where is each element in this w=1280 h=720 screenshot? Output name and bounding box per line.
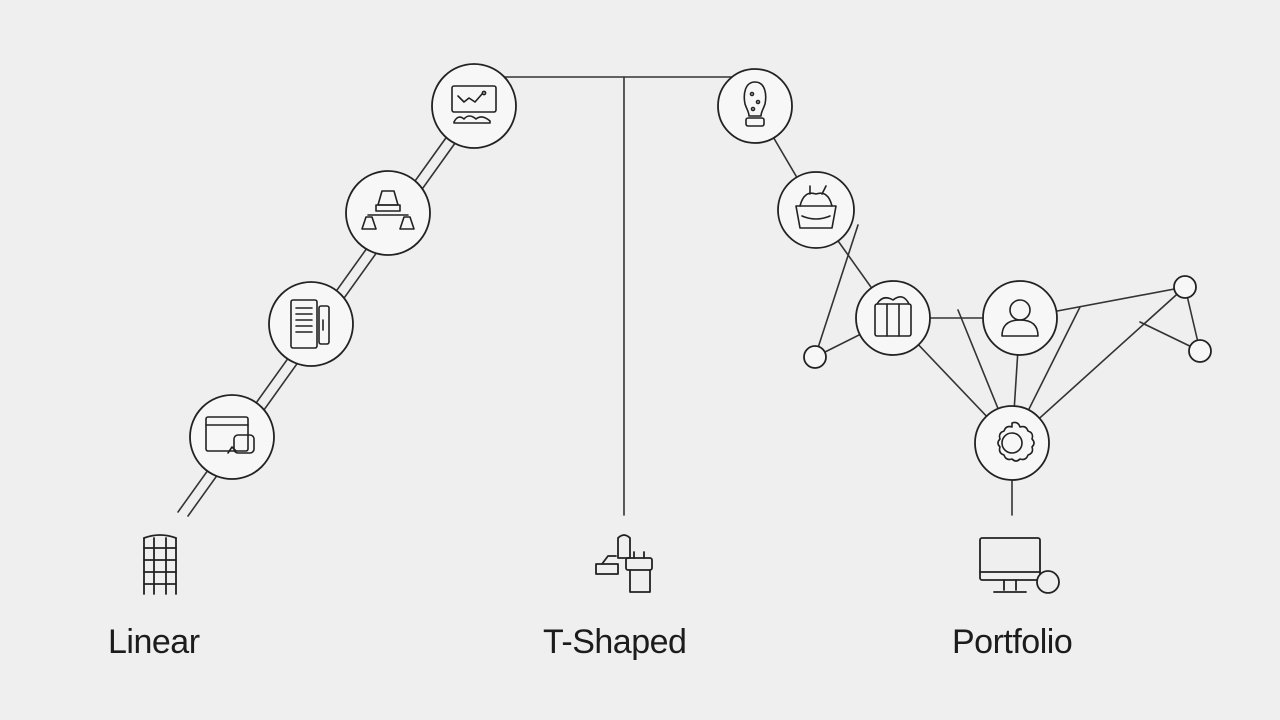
ladder-icon [143, 534, 177, 595]
linear-node-top [431, 63, 517, 149]
linear-node-3 [268, 281, 354, 367]
node-circle [974, 405, 1050, 481]
linear-node-2 [345, 170, 431, 256]
gift-box-icon [874, 296, 912, 337]
portfolio-endpoint-node [1173, 275, 1197, 299]
hierarchy-icon [361, 190, 415, 230]
t-shaped-node-top [717, 68, 793, 144]
node-circle [855, 280, 931, 356]
portfolio-node-person [982, 280, 1058, 356]
node-circle [717, 68, 793, 144]
portfolio-endpoint-node [803, 345, 827, 369]
gear-flower-icon [997, 421, 1035, 462]
node-circle [345, 170, 431, 256]
document-list-icon [290, 299, 330, 349]
monitor-icon [979, 537, 1060, 594]
portfolio-node-box [855, 280, 931, 356]
linear-node-bottom [189, 394, 275, 480]
portfolio-endpoint-node [1188, 339, 1212, 363]
linear-label: Linear [108, 623, 200, 661]
portfolio-link [814, 224, 859, 358]
node-circle [777, 171, 855, 249]
person-icon [1001, 299, 1039, 337]
t-shaped-label: T-Shaped [543, 623, 687, 661]
bulb-head-icon [743, 81, 767, 127]
portfolio-link [1011, 286, 1186, 444]
window-chart-icon [451, 85, 497, 124]
tools-icon [595, 534, 653, 593]
t-shaped-node-2 [777, 171, 855, 249]
node-circle [431, 63, 517, 149]
portfolio-node-gear [974, 405, 1050, 481]
basket-icon [795, 185, 837, 229]
image-frame-icon [205, 416, 255, 454]
node-circle [189, 394, 275, 480]
node-circle [268, 281, 354, 367]
node-circle [982, 280, 1058, 356]
portfolio-label: Portfolio [952, 623, 1073, 661]
